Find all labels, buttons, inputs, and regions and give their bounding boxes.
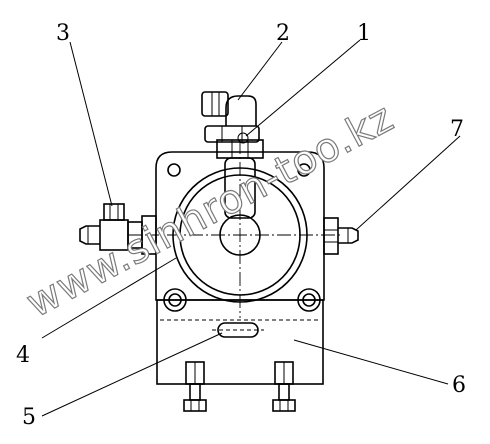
pump-housing (145, 140, 340, 318)
watermark-text: www.sinhron-too.kz (19, 94, 401, 326)
top-fitting (201, 91, 264, 219)
callout-6: 6 (452, 373, 466, 398)
leader-7 (355, 135, 461, 231)
leader-4 (41, 257, 177, 339)
callout-2: 2 (276, 21, 290, 46)
right-fitting (323, 217, 359, 255)
leader-3 (69, 41, 113, 207)
bottom-bolt-right (272, 361, 296, 412)
bottom-bolt-left (183, 361, 207, 412)
callouts: 1 2 3 4 5 6 7 (16, 21, 466, 430)
callout-1: 1 (357, 21, 371, 46)
leader-6 (293, 339, 449, 385)
leader-lines (41, 39, 461, 417)
callout-3: 3 (56, 21, 70, 46)
left-fitting (79, 203, 157, 255)
callout-4: 4 (16, 343, 30, 368)
leader-1 (245, 39, 361, 137)
callout-5: 5 (22, 405, 36, 430)
callout-7: 7 (450, 117, 464, 142)
leader-2 (237, 41, 283, 101)
leader-5 (41, 332, 223, 417)
